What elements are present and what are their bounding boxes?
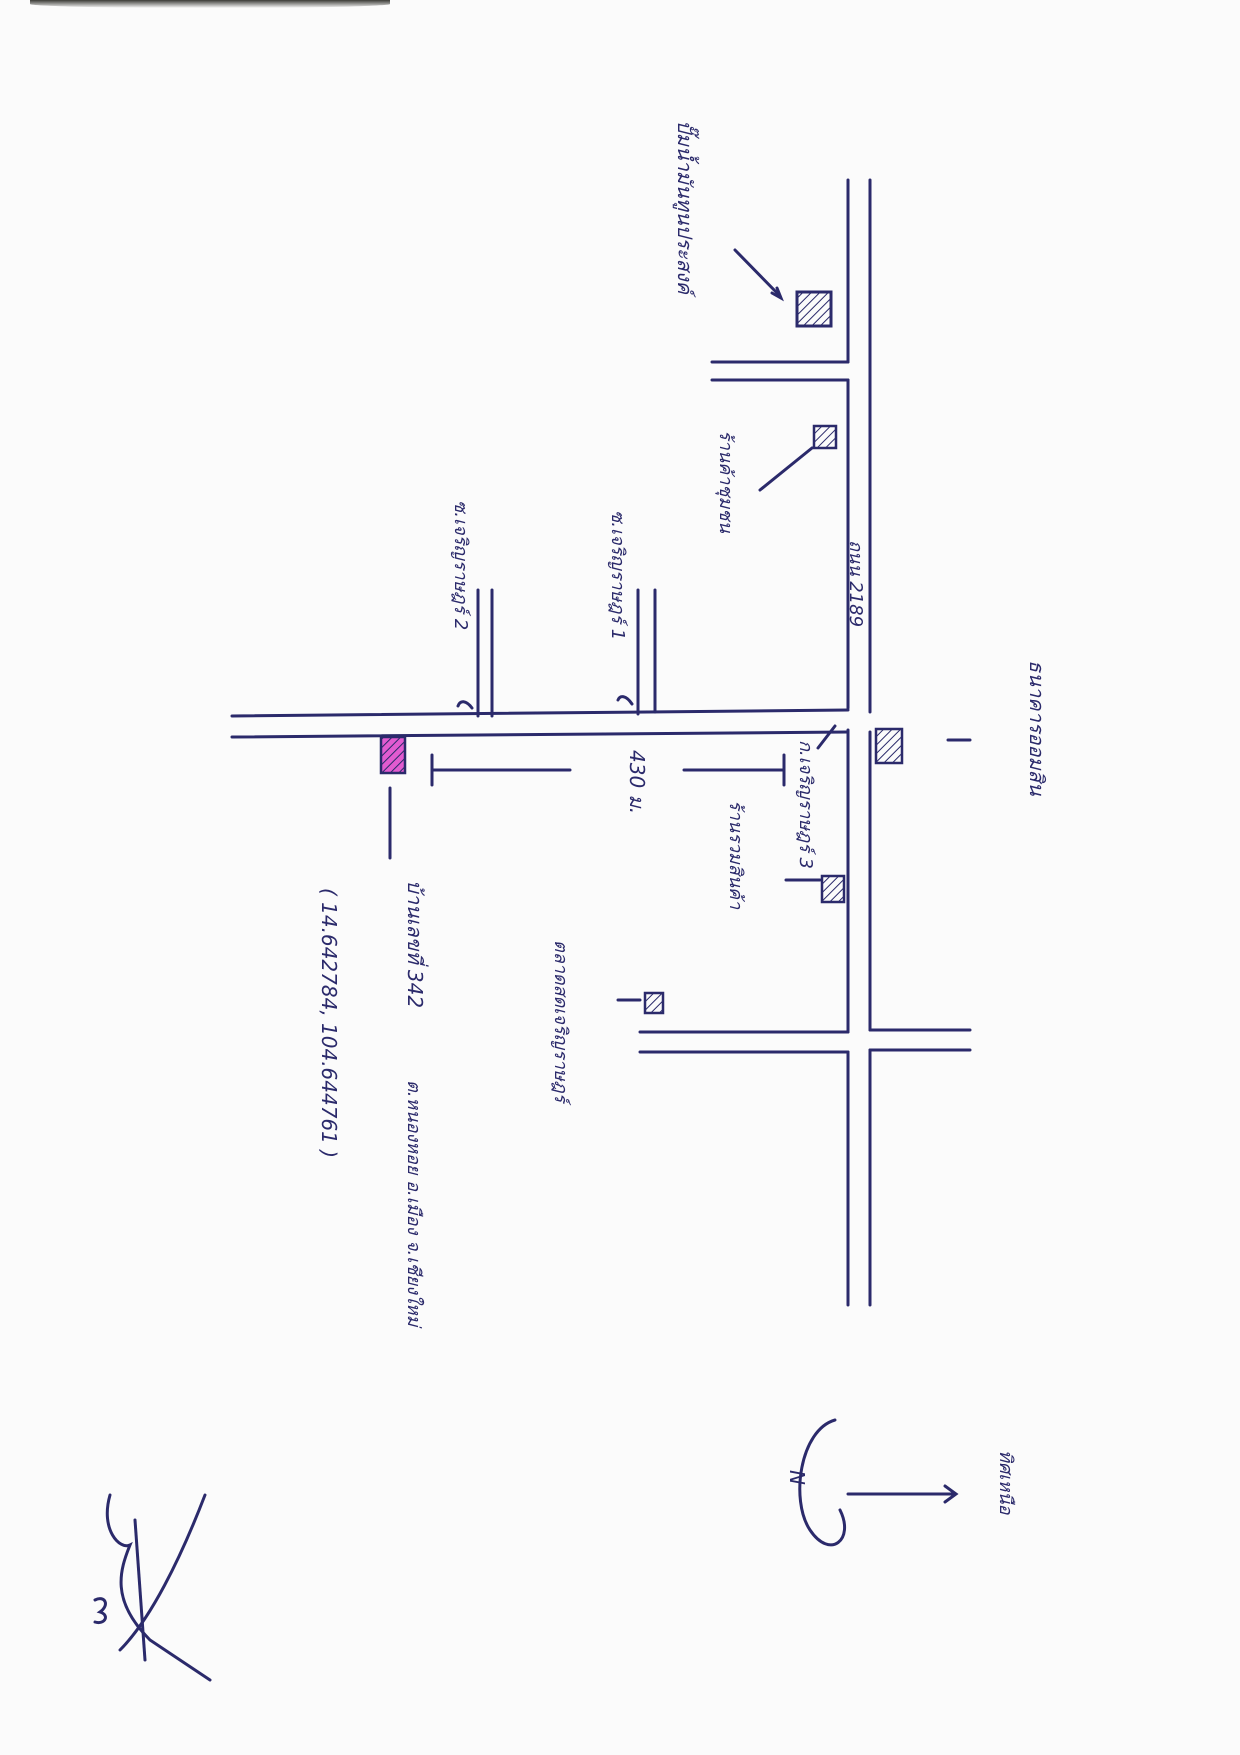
north-symbol: N: [785, 1470, 809, 1485]
label-shop-group: ร้านค้าชุมชน: [715, 430, 736, 534]
label-distance-group: 430 ม.: [625, 750, 649, 814]
label-target-group: บ้านเลขที่ 342: [403, 880, 429, 1008]
label-north-group: ทิศเหนือ: [995, 1450, 1016, 1516]
branch-road-top: [710, 360, 850, 382]
target-house-icon: [379, 735, 407, 775]
scan-smudge: [30, 0, 390, 8]
distance-marker: [430, 753, 786, 787]
label-bank: ธนาคารออมสิน: [1025, 660, 1049, 797]
north-arrow: [798, 1418, 959, 1547]
label-soi-1: ซ.เจริญราษฎร์ 1: [607, 510, 628, 640]
label-coordinates-group: ( 14.642784, 104.644761 ): [317, 888, 341, 1158]
horizontal-road: [230, 708, 850, 739]
label-sub-street-group: ก.เจริญราษฎร์ 3: [795, 740, 816, 869]
label-distance: 430 ม.: [625, 750, 649, 814]
soi-branches: [476, 588, 657, 718]
label-north: ทิศเหนือ: [995, 1450, 1016, 1516]
label-target-address: บ้านเลขที่ 342: [403, 880, 429, 1008]
label-bank-group: ธนาคารออมสิน: [1025, 660, 1049, 797]
label-shop: ร้านค้าชุมชน: [715, 430, 736, 534]
label-coordinates: ( 14.642784, 104.644761 ): [317, 888, 341, 1158]
label-sub-street: ก.เจริญราษฎร์ 3: [795, 740, 816, 869]
main-road: [846, 178, 872, 1307]
market-building-icon: [643, 991, 665, 1015]
label-market: ตลาดสดเจริญราษฎร์: [550, 940, 571, 1106]
signature: [93, 1493, 212, 1682]
label-soi1-group: ซ.เจริญราษฎร์ 1: [607, 510, 628, 640]
label-soi2-group: ซ.เจริญราษฎร์ 2: [450, 500, 471, 630]
label-address-detail-group: ต.หนองหอย อ.เมือง จ.เชียงใหม่: [403, 1080, 425, 1328]
label-pump-group: ปั๊มน้ำมันทูนประสงค์: [672, 120, 700, 298]
label-road-number: ถนน 2189: [845, 540, 866, 627]
label-address-detail: ต.หนองหอย อ.เมือง จ.เชียงใหม่: [403, 1080, 425, 1328]
bank-building-icon: [874, 727, 904, 765]
crossroad-bottom: [638, 1028, 972, 1054]
leader-lines: [388, 248, 972, 1002]
label-market-group: ตลาดสดเจริญราษฎร์: [550, 940, 571, 1106]
north-symbol-group: N: [785, 1470, 809, 1485]
shop-right-building-icon: [820, 874, 846, 904]
label-soi-2: ซ.เจริญราษฎร์ 2: [450, 500, 471, 630]
label-pump: ปั๊มน้ำมันทูนประสงค์: [672, 120, 700, 298]
pump-building-icon: [795, 290, 833, 328]
label-shop-right-group: ร้านรวมสินค้า: [725, 800, 746, 910]
label-road-group: ถนน 2189: [845, 540, 866, 627]
shop-building-icon: [812, 424, 838, 450]
label-shop-right: ร้านรวมสินค้า: [725, 800, 746, 910]
